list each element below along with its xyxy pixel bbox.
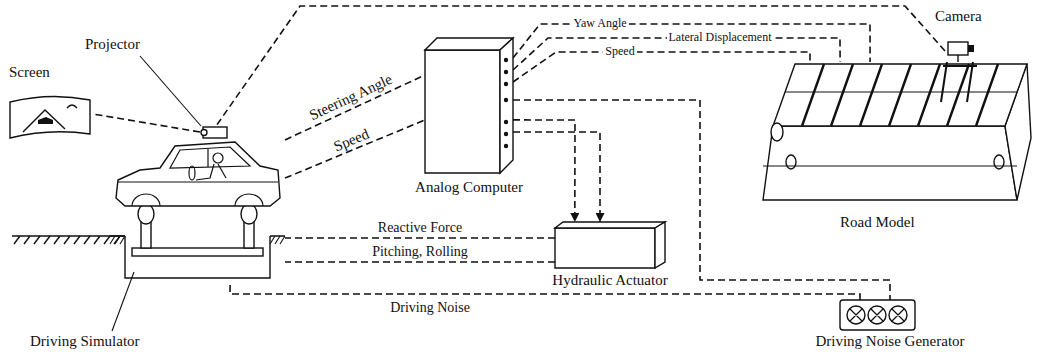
driving-simulator-outline-part — [110, 235, 285, 236]
driving-simulator-outline-part — [189, 166, 195, 180]
analog-computer-outline-part — [500, 38, 513, 173]
driving-simulator-outline-part — [132, 194, 263, 206]
driving-simulator-outline-part — [207, 149, 208, 167]
signal-line — [285, 237, 555, 239]
road-model-outline-part — [994, 155, 1004, 169]
hydraulic-actuator-outline-part — [555, 222, 665, 228]
node-label: Hydraulic Actuator — [552, 272, 667, 289]
noise-generator: Driving Noise Generator — [840, 300, 915, 330]
driving-simulator-outline-part — [116, 142, 280, 206]
signal-line — [513, 52, 810, 82]
camera-outline-part — [948, 42, 968, 55]
node-label: Driving Noise Generator — [815, 333, 964, 350]
projector-outline — [200, 125, 228, 139]
signal-line — [93, 114, 200, 132]
signal-line — [513, 24, 870, 62]
driving-simulator-outline-part — [241, 204, 257, 224]
signal-line — [513, 120, 575, 222]
analog-computer-outline-part — [425, 38, 513, 50]
road-model-outline-part — [763, 166, 1017, 167]
screen-outline-part — [38, 117, 53, 124]
leader-line — [112, 272, 134, 331]
road-model-outline-part — [773, 64, 1027, 126]
analog-computer-outline-part-part — [504, 120, 508, 124]
road-model: Road Model — [755, 62, 1033, 205]
driving-simulator: Driving Simulator — [110, 118, 285, 283]
signal-label: Driving Noise — [388, 300, 472, 315]
analog-computer-outline-part-part — [504, 70, 508, 74]
camera: Camera — [945, 40, 975, 62]
analog-computer: Analog Computer — [425, 38, 513, 173]
signal-label: Speed — [330, 125, 374, 156]
signal-label: Speed — [603, 45, 636, 58]
noise-generator-outline-part — [850, 309, 904, 321]
driving-simulator-outline-part — [118, 182, 278, 183]
road-model-outline-part — [941, 62, 977, 102]
noise-generator-outline-part — [847, 306, 907, 324]
signal-label: Lateral Displacement — [667, 31, 774, 44]
ground-hatch — [14, 236, 120, 244]
signal-line — [513, 132, 600, 222]
hydraulic-actuator: Hydraulic Actuator — [555, 222, 665, 268]
camera-outline — [945, 40, 975, 62]
signal-label: Reactive Force — [376, 220, 464, 235]
signal-line — [285, 261, 555, 263]
screen-outline-part — [10, 96, 90, 138]
hydraulic-actuator-outline — [555, 222, 665, 268]
ground — [12, 236, 125, 244]
hydraulic-actuator-outline-part — [555, 228, 655, 268]
node-label: Camera — [935, 8, 982, 25]
driving-simulator-outline-part — [132, 248, 263, 256]
node-label: Analog Computer — [415, 179, 523, 196]
road-model-outline — [755, 62, 1033, 205]
road-model-outline-part — [771, 123, 783, 141]
node-label: Driving Simulator — [30, 333, 140, 350]
camera-outline-part — [968, 45, 974, 52]
projector: Projector — [200, 125, 228, 139]
analog-computer-outline-part-part — [504, 144, 508, 148]
driving-simulator-outline-part — [138, 204, 154, 224]
projector-outline-part — [201, 130, 207, 136]
analog-computer-outline-part-part — [504, 82, 508, 86]
analog-computer-outline-part-part — [504, 98, 508, 102]
signal-label: Yaw Angle — [571, 17, 628, 30]
signal-line — [230, 283, 860, 300]
analog-computer-outline-part-part — [504, 132, 508, 136]
driving-simulator-outline-part — [196, 164, 226, 180]
road-model-outline-part — [786, 155, 796, 169]
analog-computer-outline-part — [504, 58, 508, 148]
node-label: Road Model — [840, 214, 915, 231]
signal-label: Steering Angle — [304, 70, 396, 124]
screen-outline-part — [23, 110, 65, 132]
screen-outline-part — [67, 105, 77, 108]
driving-simulator-outline-part — [213, 153, 223, 163]
analog-computer-outline — [425, 38, 513, 173]
node-label: Screen — [9, 64, 50, 81]
road-model-outline-part — [763, 126, 1017, 200]
road-model-outline-part — [785, 92, 1017, 93]
signal-line — [285, 120, 425, 178]
signal-label: Pitching, Rolling — [370, 244, 470, 259]
driving-simulator-outline-part — [110, 236, 285, 244]
driving-simulator-outline — [110, 118, 285, 283]
analog-computer-outline-part — [425, 50, 500, 173]
analog-computer-outline-part-part — [504, 58, 508, 62]
leader-line — [140, 56, 201, 126]
node-label: Projector — [85, 36, 140, 53]
camera-outline-part — [957, 55, 958, 62]
noise-generator-outline-part — [840, 300, 915, 330]
noise-generator-outline — [840, 300, 915, 330]
screen: Screen — [5, 62, 93, 142]
hydraulic-actuator-outline-part — [655, 222, 665, 268]
driving-simulator-outline-part — [170, 147, 250, 168]
